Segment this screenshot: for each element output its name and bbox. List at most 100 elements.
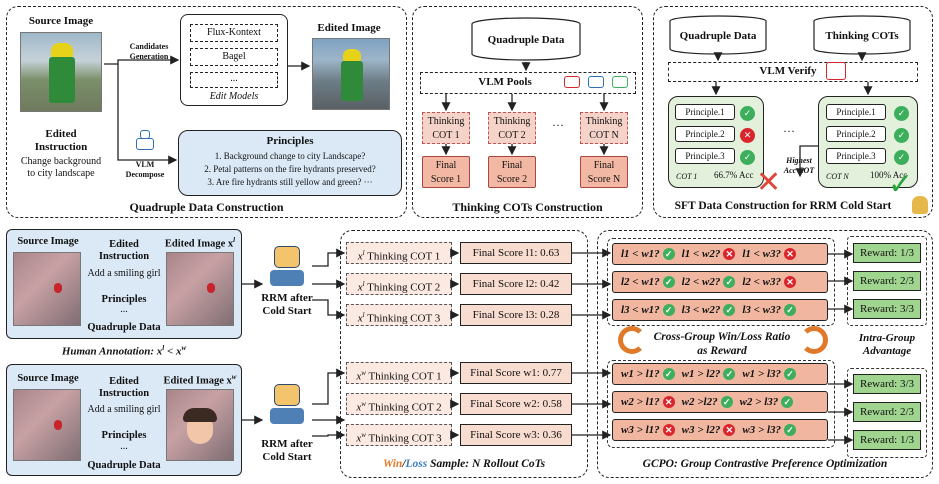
thinking-cot-2: Thinking COT 2 — [488, 112, 536, 144]
edit-models-box — [180, 14, 288, 106]
win-compare-row: w2 > l1?✕w2 >l2?✓w2 > l3?✓ — [612, 391, 828, 413]
cot1-acc: 66.7% Acc — [714, 170, 754, 180]
compare-question: w2 > l1? — [621, 396, 660, 408]
thinking-cot-1: Thinking COT 1 — [422, 112, 470, 144]
compare-question: w2 >l2? — [681, 396, 718, 408]
loss-cot-1-text: Thinking COT 1 — [367, 250, 441, 263]
loss-principles-ellipsis: ... — [120, 304, 128, 315]
loss-source-flower — [54, 283, 62, 293]
final-score-1: Final Score 1 — [422, 156, 470, 188]
human-annotation-text: Human Annotation: x — [61, 345, 163, 358]
cotn-check-3-icon: ✓ — [894, 148, 909, 166]
cotn-check-1-icon: ✓ — [894, 104, 909, 122]
compare-question: w3 > l2? — [681, 424, 721, 436]
principle-3-text: 3. Are fire hydrants still yellow and gr… — [207, 177, 362, 187]
vlm-verify-box — [668, 62, 918, 82]
human-annotation: Human Annotation: xl < xw — [6, 344, 242, 358]
win-source-label: Source Image — [17, 373, 79, 384]
loss-score-1: Final Score l1: 0.63 — [460, 242, 572, 264]
cot1-label: COT 1 — [676, 172, 698, 181]
principle-2: 2. Petal patterns on the fire hydrants p… — [204, 164, 376, 174]
thinking-caption: Thinking COTs Construction — [452, 200, 603, 214]
quadruple-caption: Quadruple Data Construction — [129, 200, 284, 214]
gcpo-caption: GCPO: Group Contrastive Preference Optim… — [642, 458, 888, 470]
cycle-left-icon — [618, 326, 646, 354]
model-flux: Flux-Kontext — [190, 24, 278, 42]
cycle-right-icon — [800, 326, 828, 354]
win-edited-image-label: Edited Image xw — [158, 373, 242, 387]
compare-question: w2 > l3? — [739, 396, 779, 408]
compare-question: l3 < w1? — [621, 304, 660, 316]
loss-cot-3-x: x — [357, 312, 363, 325]
loss-instruction-text: Add a smiling girl — [87, 268, 161, 279]
cross-icon: ✕ — [723, 248, 736, 261]
win-edited-image-sup: w — [231, 373, 237, 381]
check-icon: ✓ — [723, 368, 736, 381]
loss-edited-image — [166, 252, 234, 326]
sft-dots: ··· — [783, 124, 795, 138]
hydrant-body-edited — [341, 61, 363, 101]
girl-hair — [183, 408, 217, 422]
loss-reward-1: Reward: 1/3 — [853, 243, 921, 263]
loss-reward-2: Reward: 2/3 — [853, 271, 921, 291]
cot1-check-1-icon: ✓ — [740, 104, 755, 122]
cotn-acc: 100% Acc — [870, 170, 908, 180]
loss-score-2: Final Score l2: 0.42 — [460, 273, 572, 295]
loss-cot-3: xl Thinking COT 3 — [346, 304, 452, 326]
check-icon: ✓ — [723, 304, 736, 317]
model-bagel: Bagel — [190, 48, 278, 66]
compare-question: w1 > l3? — [742, 368, 782, 380]
database-icon — [471, 17, 581, 61]
edited-instruction-label: Edited Instruction — [34, 128, 88, 153]
win-edited-instruction-label: Edited Instruction — [98, 376, 150, 399]
sft-db2-label: Thinking COTs — [825, 30, 899, 42]
caption-rest: Sample: N Rollout CoTs — [427, 458, 546, 470]
vlm-pools-box — [420, 72, 636, 94]
edited-image-label: Edited Image — [317, 22, 381, 34]
win-reward-1: Reward: 3/3 — [853, 374, 921, 394]
cot1-principle-1: Principle.1 — [675, 104, 735, 120]
win-source-flower — [54, 420, 62, 430]
check-icon: ✓ — [784, 368, 797, 381]
check-icon: ✓ — [784, 304, 797, 317]
source-image — [20, 32, 102, 112]
model-more: ... — [190, 72, 278, 88]
big-cross-icon: ✕ — [756, 165, 782, 200]
loss-source-image — [13, 252, 81, 326]
database-icon — [669, 15, 767, 55]
rrm-win-robot-icon — [266, 384, 308, 426]
check-icon: ✓ — [723, 276, 736, 289]
human-annotation-sup-l: l — [162, 344, 165, 352]
win-principles-label: Principles — [101, 430, 147, 441]
thinking-dots: ··· — [552, 118, 564, 132]
win-source-image — [13, 389, 81, 461]
compare-question: w3 > l1? — [621, 424, 660, 436]
principles-box — [178, 130, 402, 196]
win-instruction-text: Add a smiling girl — [87, 404, 161, 415]
edited-image — [312, 38, 390, 110]
compare-question: w3 > l3? — [742, 424, 782, 436]
cotn-principle-1: Principle.1 — [826, 104, 886, 120]
win-cot-2-sup: w — [361, 400, 366, 408]
cotn-principle-3: Principle.3 — [826, 148, 886, 164]
cot1-principle-3: Principle.3 — [675, 148, 735, 164]
win-cot-2-x: x — [356, 401, 362, 414]
win-edited-image — [166, 389, 234, 461]
final-score-n: Final Score N — [580, 156, 628, 188]
instruction-text: Change background to city landscape — [20, 156, 102, 179]
loss-source-label: Source Image — [17, 236, 79, 247]
hydrant-body — [49, 57, 75, 103]
cotn-check-2-icon: ✓ — [894, 126, 909, 144]
loss-compare-row: l2 < w1?✓l2 < w2?✓l2 < w3?✕ — [612, 271, 828, 293]
hydrant-top-edited — [343, 49, 361, 61]
thinking-cot-n: Thinking COT N — [580, 112, 628, 144]
gcpo-panel — [597, 230, 933, 478]
sft-db1-label: Quadruple Data — [679, 30, 757, 42]
check-icon: ✓ — [662, 304, 675, 317]
loss-reward-3: Reward: 3/3 — [853, 299, 921, 319]
check-icon: ✓ — [781, 396, 794, 409]
source-image-label: Source Image — [28, 15, 94, 27]
win-reward-2: Reward: 2/3 — [853, 402, 921, 422]
cot1-cross-2-icon: ✕ — [740, 126, 755, 144]
cot1-check-3-icon: ✓ — [740, 148, 755, 166]
